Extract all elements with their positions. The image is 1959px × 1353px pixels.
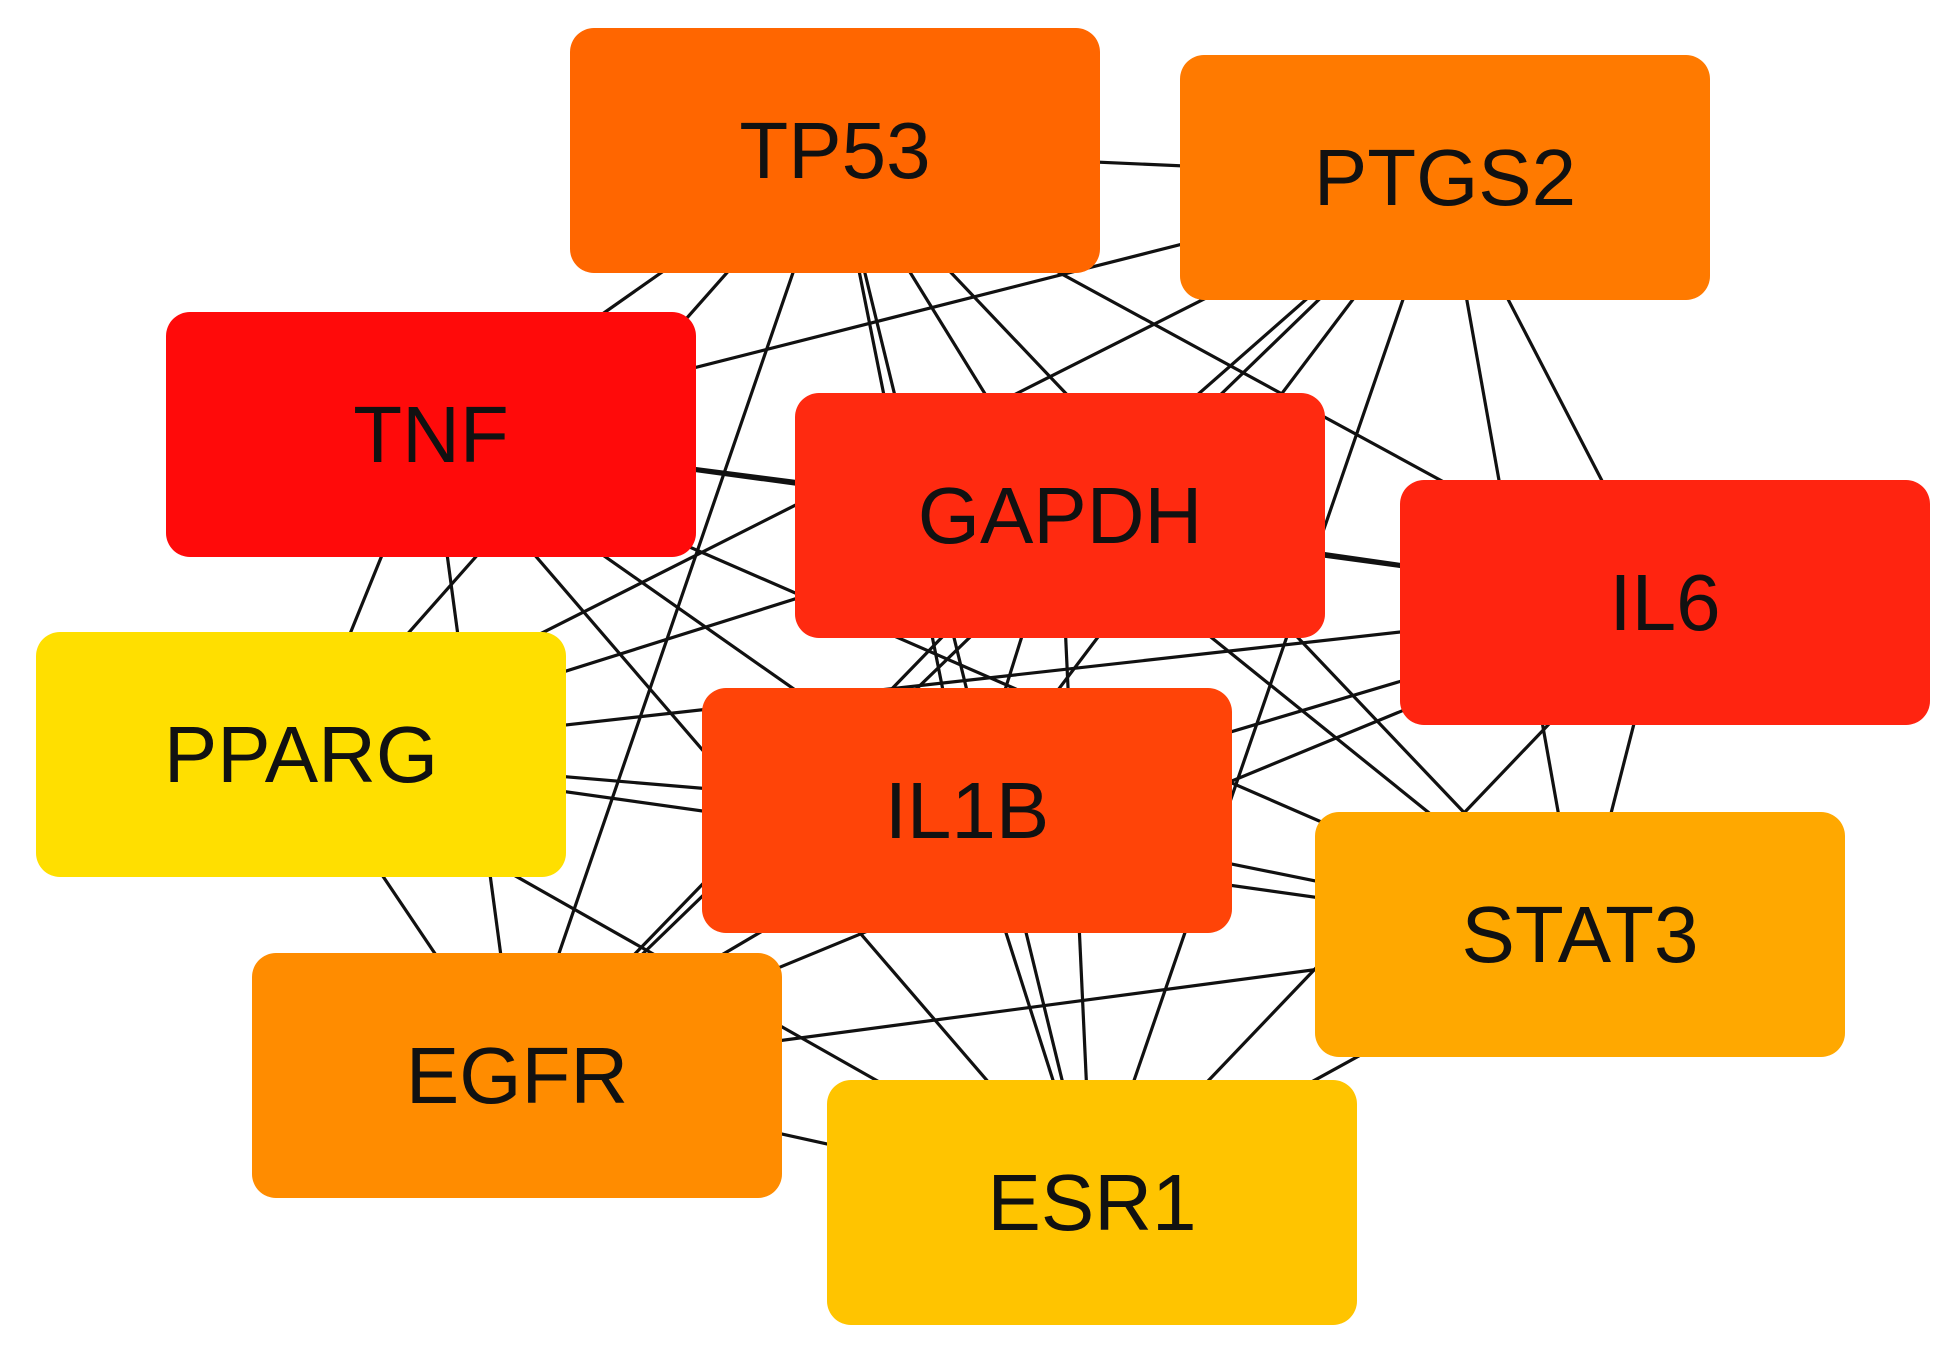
node-label-tp53: TP53	[739, 106, 930, 195]
node-box-tnf[interactable]	[166, 312, 696, 557]
node-box-esr1[interactable]	[827, 1080, 1357, 1325]
node-box-ptgs2[interactable]	[1180, 55, 1710, 300]
node-label-gapdh: GAPDH	[918, 471, 1203, 560]
node-box-egfr[interactable]	[252, 953, 782, 1198]
node-tnf[interactable]: TNF	[166, 312, 696, 557]
edge-tp53-esr1	[833, 150, 1094, 1203]
node-label-il1b: IL1B	[885, 766, 1050, 855]
node-stat3[interactable]: STAT3	[1315, 812, 1845, 1057]
node-label-egfr: EGFR	[406, 1031, 628, 1120]
node-label-il6: IL6	[1609, 558, 1720, 647]
node-label-pparg: PPARG	[164, 710, 438, 799]
node-box-il1b[interactable]	[702, 688, 1232, 933]
edge-tp53-egfr	[515, 149, 837, 1077]
node-egfr[interactable]: EGFR	[252, 953, 782, 1198]
node-label-stat3: STAT3	[1461, 890, 1698, 979]
node-box-tp53[interactable]	[570, 28, 1100, 273]
node-pparg[interactable]: PPARG	[36, 632, 566, 877]
node-label-tnf: TNF	[353, 390, 509, 479]
node-il1b[interactable]: IL1B	[702, 688, 1232, 933]
edge-ptgs2-esr1	[1090, 176, 1447, 1204]
node-label-esr1: ESR1	[988, 1158, 1197, 1247]
node-box-gapdh[interactable]	[795, 393, 1325, 638]
node-box-stat3[interactable]	[1315, 812, 1845, 1057]
node-box-pparg[interactable]	[36, 632, 566, 877]
node-tp53[interactable]: TP53	[570, 28, 1100, 273]
node-label-ptgs2: PTGS2	[1314, 133, 1576, 222]
node-box-il6[interactable]	[1400, 480, 1930, 725]
node-ptgs2[interactable]: PTGS2	[1180, 55, 1710, 300]
node-il6[interactable]: IL6	[1400, 480, 1930, 725]
node-esr1[interactable]: ESR1	[827, 1080, 1357, 1325]
node-gapdh[interactable]: GAPDH	[795, 393, 1325, 638]
